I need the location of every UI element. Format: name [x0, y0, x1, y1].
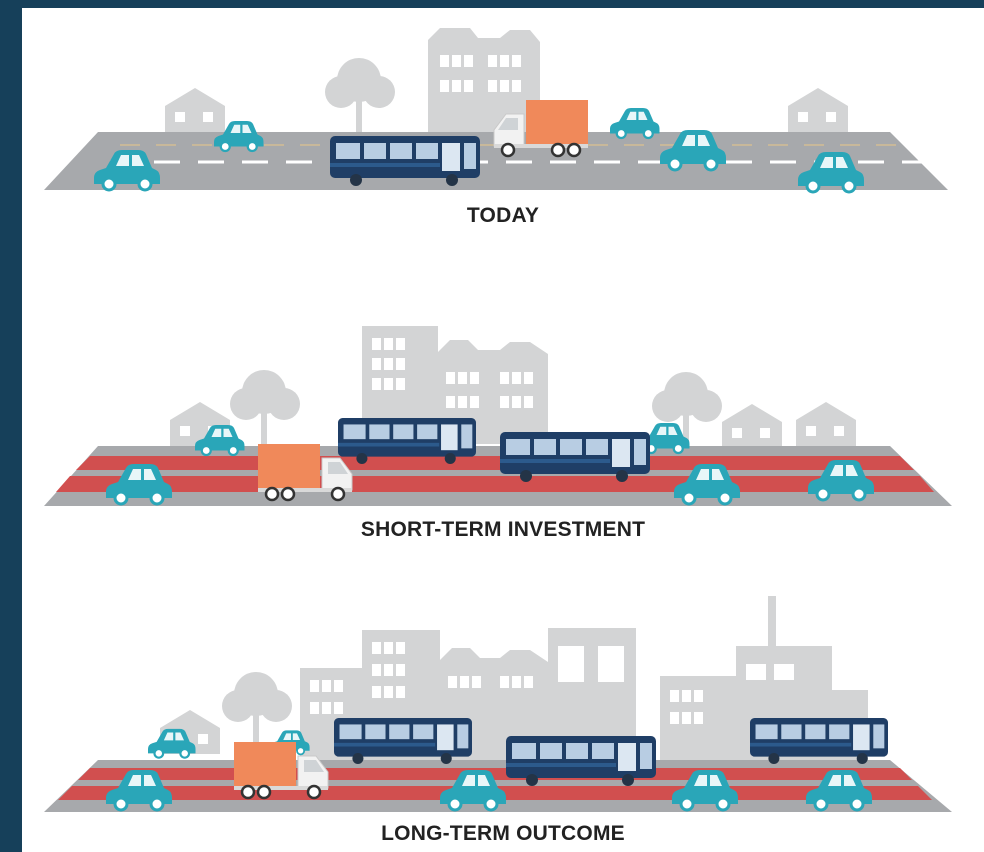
transit-lane: [76, 456, 914, 470]
road-today: [44, 132, 948, 190]
house-icon: [796, 402, 856, 446]
tree-icon: [230, 370, 300, 444]
left-frame-band: [0, 0, 22, 852]
top-frame-band: [0, 0, 984, 8]
house-icon: [165, 88, 225, 132]
transit-lane: [78, 768, 912, 780]
caption-today: TODAY: [466, 204, 540, 227]
transit-lane: [56, 476, 934, 492]
car-icon: [608, 106, 661, 140]
panel-long-term: [44, 596, 952, 812]
caption-long-term: LONG-TERM OUTCOME: [381, 822, 625, 845]
building-icon: [428, 28, 540, 132]
tree-icon: [325, 58, 395, 132]
panel-today: [44, 28, 948, 194]
panel-short-term: [44, 326, 952, 506]
house-icon: [788, 88, 848, 132]
caption-short-term: SHORT-TERM INVESTMENT: [360, 518, 646, 541]
skyline-today: [165, 28, 848, 132]
skyline-short-term: [170, 326, 856, 448]
house-icon: [722, 404, 782, 448]
